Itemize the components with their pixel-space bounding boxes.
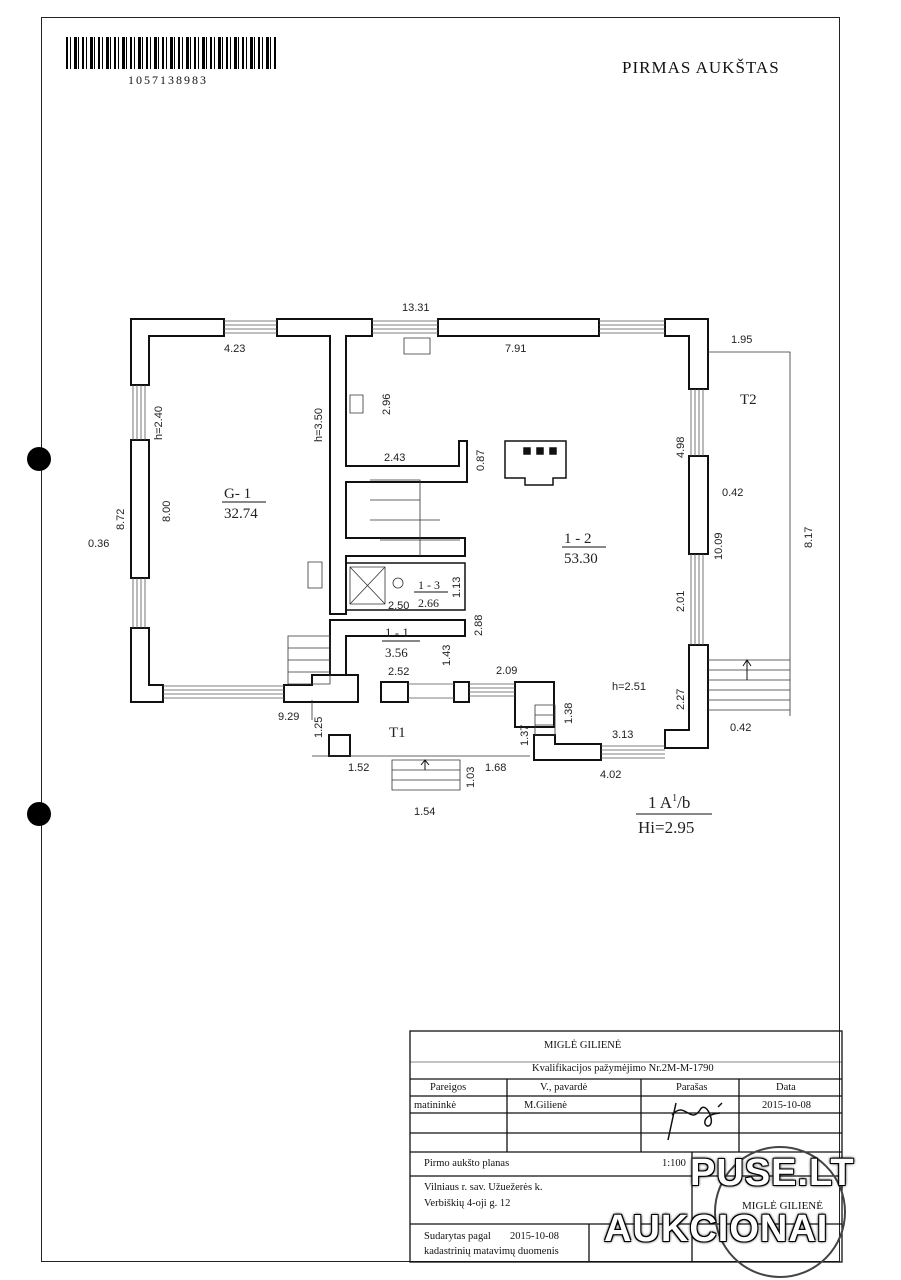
fireplace-icon: [504, 440, 567, 486]
official-stamp: [714, 1146, 846, 1278]
dim: 8.00: [161, 501, 173, 522]
dim: 2.96: [381, 394, 393, 415]
address-line: Verbiškių 4-oji g. 12: [424, 1198, 511, 1209]
wall: [130, 627, 164, 703]
wall: [664, 318, 709, 390]
dim: 4.02: [600, 769, 621, 781]
dim: 7.91: [505, 343, 526, 355]
stamp-text: MIGLĖ GILIENĖ: [742, 1200, 823, 1212]
dim: 4.23: [224, 343, 245, 355]
column: [328, 734, 351, 757]
col-name: V., pavardė: [540, 1082, 588, 1093]
height-value: Hi=2.95: [638, 818, 694, 837]
room-id: G- 1: [224, 486, 251, 502]
duty-value: matininkė: [414, 1100, 456, 1111]
dim: 2.52: [388, 666, 409, 678]
dim: 2.50: [388, 600, 409, 612]
dim: 2.27: [675, 689, 687, 710]
binder-hole: [27, 802, 51, 826]
terrace-label: T1: [389, 725, 406, 741]
col-signature: Parašas: [676, 1082, 708, 1093]
dim: 1.54: [414, 806, 435, 818]
col-date: Data: [776, 1082, 796, 1093]
wall: [276, 318, 468, 615]
watermark-line: PUSE.LT: [690, 1152, 855, 1194]
wall: [664, 644, 709, 749]
wall: [130, 439, 150, 579]
compiled-date: 2015-10-08: [510, 1231, 559, 1242]
terrace-label: T2: [740, 392, 757, 408]
wall: [345, 562, 466, 611]
address-line: Vilniaus r. sav. Užuežerės k.: [424, 1182, 543, 1193]
wall: [453, 681, 470, 703]
barcode-number: 1057138983: [128, 73, 208, 87]
dim: 0.36: [88, 538, 109, 550]
author-name: MIGLĖ GILIENĖ: [544, 1040, 622, 1051]
name-value: M.Gilienė: [524, 1100, 567, 1111]
dim: 8.17: [803, 527, 815, 548]
dim: 1.37: [519, 725, 531, 746]
dim: 3.13: [612, 729, 633, 741]
scale: 1:100: [662, 1158, 686, 1169]
wall: [283, 674, 359, 703]
dim: h=3.50: [313, 408, 325, 442]
signature-image: [667, 1102, 723, 1141]
qualification: Kvalifikacijos pažymėjimo Nr.2M-M-1790: [532, 1063, 714, 1074]
dim: 1.95: [731, 334, 752, 346]
room-id: 1 - 3: [418, 578, 440, 592]
wall: [514, 681, 555, 728]
dim: 1.43: [441, 645, 453, 666]
room-id: 1 - 2: [564, 531, 592, 547]
wall: [437, 318, 600, 337]
room-area: 2.66: [418, 596, 439, 610]
dim: 1.03: [465, 767, 477, 788]
dim: 9.29: [278, 711, 299, 723]
dim: 2.01: [675, 591, 687, 612]
dim: 8.72: [115, 509, 127, 530]
dim: 4.98: [675, 437, 687, 458]
dim: 2.09: [496, 665, 517, 677]
dim: 1.68: [485, 762, 506, 774]
dim: 1.25: [313, 717, 325, 738]
watermark-line: AUKCIONAI: [604, 1208, 829, 1250]
dim: h=2.51: [612, 681, 646, 693]
date-value: 2015-10-08: [762, 1100, 811, 1111]
dim: 1.52: [348, 762, 369, 774]
dim: 1.38: [563, 703, 575, 724]
plan-title: Pirmo aukšto planas: [424, 1158, 510, 1169]
title-block: [409, 1030, 843, 1263]
dim: 0.87: [475, 450, 487, 471]
col-duties: Pareigos: [430, 1082, 467, 1093]
dim: 2.88: [473, 615, 485, 636]
classification: 1 A1/b: [648, 793, 690, 812]
compiled-note: kadastrinių matavimų duomenis: [424, 1246, 559, 1257]
room-area: 53.30: [564, 551, 598, 567]
dim: 1.13: [451, 577, 463, 598]
binder-hole: [27, 447, 51, 471]
wall: [130, 318, 225, 386]
compiled-label: Sudarytas pagal: [424, 1231, 491, 1242]
room-area: 3.56: [385, 645, 408, 660]
sheet-title: PIRMAS AUKŠTAS: [622, 58, 780, 77]
wall: [688, 455, 709, 555]
dim: 10.09: [713, 532, 725, 560]
room-id: 1 - 1: [385, 625, 409, 640]
wall: [533, 734, 602, 761]
dim: 13.31: [402, 302, 430, 314]
dim: 0.42: [722, 487, 743, 499]
wall: [380, 681, 409, 703]
room-area: 32.74: [224, 506, 258, 522]
dim: h=2.40: [153, 406, 165, 440]
dim: 2.43: [384, 452, 405, 464]
barcode: [66, 37, 278, 69]
dim: 0.42: [730, 722, 751, 734]
